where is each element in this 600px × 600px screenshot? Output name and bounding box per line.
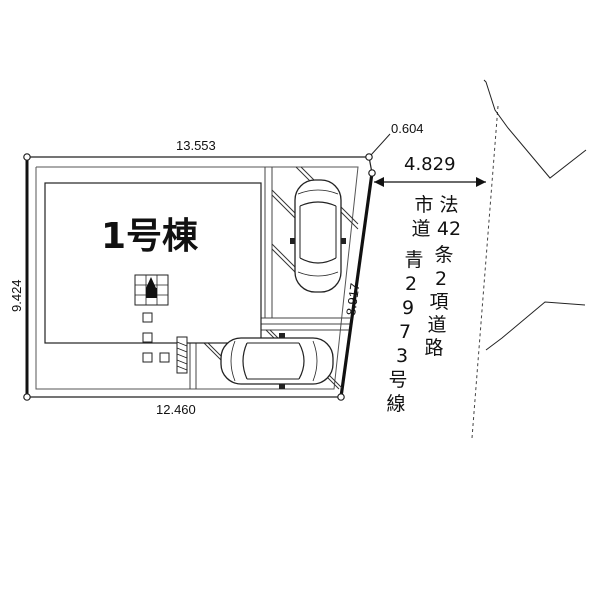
svg-text:線: 線 bbox=[386, 393, 405, 415]
car-icon bbox=[220, 333, 334, 389]
road-name-line1: 法 42 条 2 項 道 路 bbox=[424, 194, 461, 359]
car-icon bbox=[290, 179, 346, 293]
svg-text:道: 道 bbox=[411, 218, 430, 240]
svg-text:項: 項 bbox=[429, 291, 448, 313]
svg-text:9: 9 bbox=[402, 297, 414, 319]
corner-marker bbox=[337, 393, 345, 401]
svg-text:2: 2 bbox=[405, 273, 417, 295]
svg-text:青: 青 bbox=[404, 249, 423, 271]
gate-post bbox=[176, 336, 188, 374]
dimension-left: 9.424 bbox=[9, 279, 24, 312]
road-centerline bbox=[471, 105, 499, 439]
lot-boundary bbox=[23, 153, 376, 401]
svg-text:2: 2 bbox=[435, 268, 447, 290]
svg-text:3: 3 bbox=[396, 345, 408, 367]
dimension-right: 8.917 bbox=[343, 282, 362, 316]
svg-text:道: 道 bbox=[427, 314, 446, 336]
setback-line bbox=[35, 166, 359, 390]
corner-marker bbox=[23, 393, 31, 401]
corner-marker bbox=[23, 153, 31, 161]
corner-leader bbox=[370, 133, 391, 156]
corner-marker bbox=[368, 169, 376, 177]
building-footprint bbox=[44, 182, 262, 344]
road-edge-lines bbox=[483, 79, 587, 351]
dimension-top: 13.553 bbox=[176, 138, 216, 153]
stepping-stones bbox=[142, 312, 170, 363]
svg-text:条: 条 bbox=[434, 244, 453, 266]
dimension-bottom: 12.460 bbox=[156, 402, 196, 417]
entrance bbox=[134, 274, 169, 306]
svg-text:7: 7 bbox=[399, 321, 411, 343]
svg-text:法: 法 bbox=[439, 194, 458, 216]
road-width-label: 4.829 bbox=[404, 154, 456, 175]
building-label: 1号棟 bbox=[101, 216, 199, 257]
road-width-dimension bbox=[374, 177, 486, 187]
svg-text:市: 市 bbox=[414, 194, 433, 216]
road-name-line2: 市 道 青 2 9 7 3 号 線 bbox=[386, 194, 433, 415]
svg-text:42: 42 bbox=[437, 218, 461, 240]
svg-text:路: 路 bbox=[424, 337, 443, 359]
dimension-corner: 0.604 bbox=[391, 121, 424, 136]
svg-text:号: 号 bbox=[388, 369, 407, 391]
corner-marker bbox=[365, 153, 373, 161]
entrance-arrow-icon bbox=[146, 277, 156, 288]
